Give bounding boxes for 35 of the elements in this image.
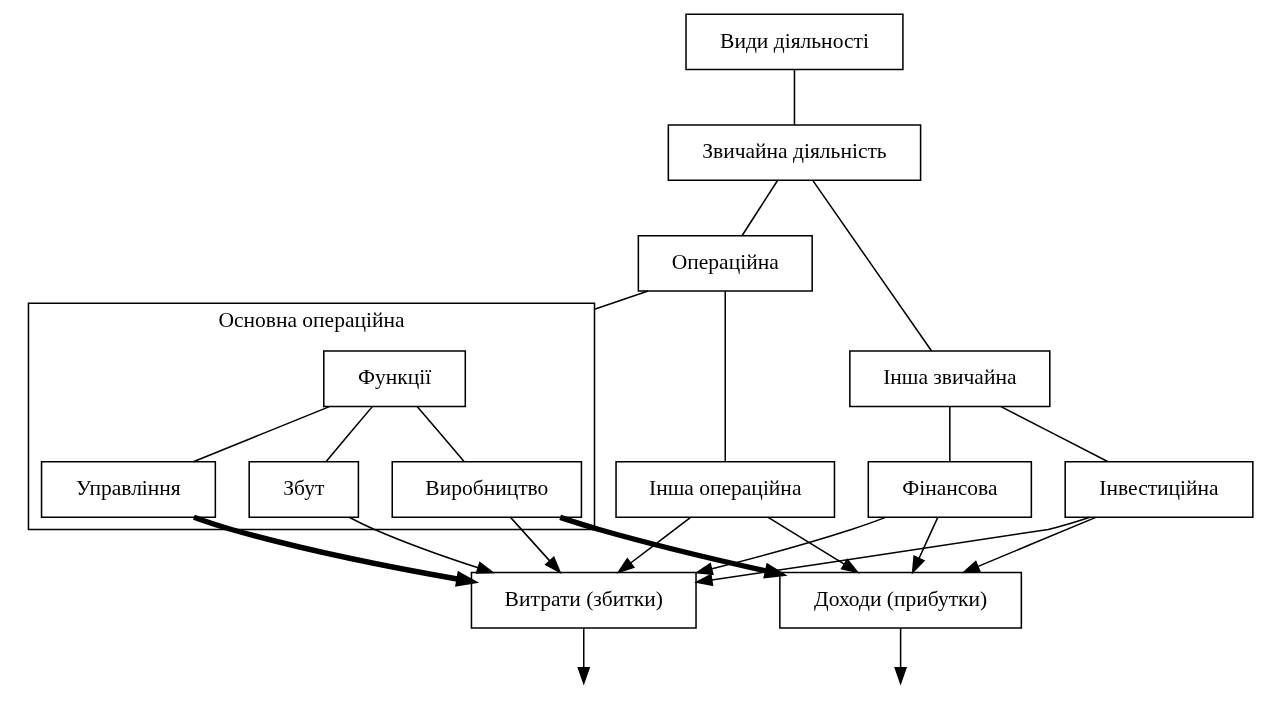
node-box: Управління — [40, 461, 217, 518]
arrow — [577, 627, 591, 686]
arrow — [694, 516, 887, 576]
arrow — [694, 516, 1091, 587]
node-box: Звичайна діяльність — [667, 124, 922, 182]
arrow — [894, 627, 908, 686]
arrow — [767, 516, 860, 574]
node-box: Доходи (прибутки) — [779, 571, 1023, 629]
arrow — [616, 516, 692, 574]
node-box: Інвестиційна — [1064, 461, 1254, 518]
node-box: Збут — [248, 461, 360, 518]
node-box: Витрати (збитки) — [470, 571, 697, 629]
node-box: Види діяльності — [685, 13, 904, 71]
arrow — [559, 514, 788, 579]
node-box: Інша операційна — [615, 461, 836, 518]
connector — [593, 290, 649, 311]
node-box: Функції — [323, 350, 467, 408]
connector — [192, 405, 331, 463]
arrow — [193, 514, 480, 587]
arrow — [348, 516, 496, 574]
node-box: Операційна — [637, 234, 813, 292]
arrow — [510, 516, 562, 575]
connector — [741, 180, 779, 237]
connector — [724, 290, 726, 463]
node-box: Фінансова — [867, 461, 1033, 518]
connector — [1000, 405, 1109, 463]
connector — [416, 406, 466, 463]
arrow — [911, 516, 939, 575]
connector — [949, 406, 951, 463]
node-box: Інша звичайна — [849, 350, 1051, 408]
arrow — [961, 516, 1097, 574]
connector — [812, 179, 933, 352]
connector — [325, 406, 373, 463]
connector — [793, 69, 796, 126]
node-box: Виробництво — [391, 461, 583, 518]
